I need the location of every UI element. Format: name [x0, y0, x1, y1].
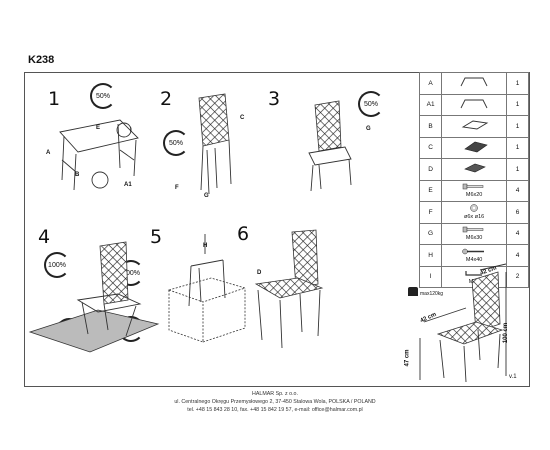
parts-row-i: IM142: [418, 265, 529, 288]
washer-icon: [469, 204, 479, 214]
part-quantity: 4: [506, 179, 529, 202]
part-code: I: [418, 265, 443, 288]
dimension-chair-drawing: [419, 263, 507, 383]
callout-s1-i: I: [130, 128, 132, 134]
leg-frame-icon: [459, 77, 489, 90]
part-illustration: [441, 136, 508, 159]
part-illustration: [441, 158, 508, 181]
part-code: B: [418, 115, 443, 138]
seat-frame-icon: [459, 120, 489, 133]
callout-s5-h: H: [203, 243, 208, 249]
part-size: M6x20: [465, 192, 483, 199]
screw-icon: [462, 248, 486, 257]
part-size: ø6x ø16: [464, 214, 485, 221]
part-illustration: [441, 93, 508, 116]
callout-s1-a: A: [46, 150, 51, 156]
part-code: C: [418, 136, 443, 159]
part-illustration: ø6x ø16: [441, 201, 508, 224]
parts-row-e: E M6x20 4: [418, 179, 529, 202]
step-4-number: 4: [38, 226, 51, 248]
step-1-number: 1: [48, 88, 61, 110]
assembly-frame: [24, 72, 530, 387]
part-size: M4x40: [465, 256, 483, 263]
part-quantity: 2: [506, 265, 529, 288]
callout-s2-g: G: [204, 193, 209, 199]
dim-height: 100 cm: [503, 322, 510, 344]
callout-s2-f: F: [175, 185, 179, 191]
step-2-number: 2: [160, 88, 173, 110]
weight-icon: [408, 287, 418, 296]
footer-contact: tel. +48 15 843 28 10, fax. +48 15 842 1…: [187, 407, 363, 413]
step-1-drawing: [59, 119, 139, 191]
part-code: G: [418, 222, 443, 245]
part-illustration: [441, 72, 508, 95]
footer-address: ul. Centralnego Okręgu Przemysłowego 2, …: [174, 399, 376, 405]
parts-row-a1: A1 1: [418, 93, 529, 116]
part-quantity: 1: [506, 93, 529, 116]
callout-s1-a1: A1: [124, 182, 132, 188]
callout-s2-c: C: [240, 115, 245, 121]
part-quantity: 6: [506, 201, 529, 224]
bolt-icon: [462, 227, 486, 235]
footer-company: HALMAR Sp. z o.o.: [252, 391, 298, 397]
hex-key-icon: [464, 270, 484, 279]
part-illustration: M4x40: [441, 244, 508, 267]
step-5-drawing: [167, 234, 247, 343]
leg-frame-icon: [459, 99, 489, 112]
dim-seat-height: 47 cm: [404, 349, 411, 367]
part-code: F: [418, 201, 443, 224]
part-quantity: 4: [506, 222, 529, 245]
step-6-number: 6: [237, 223, 250, 245]
part-code: D: [418, 158, 443, 181]
callout-s6-d: D: [257, 270, 262, 276]
part-illustration: M6x20: [441, 179, 508, 202]
tighten-badge-step4a: 100%: [44, 252, 70, 278]
part-size: M6x30: [465, 235, 483, 242]
bolt-icon: [462, 184, 486, 192]
tighten-badge-step2: 50%: [163, 130, 189, 156]
part-quantity: 1: [506, 158, 529, 181]
version-label: v.1: [509, 374, 517, 380]
seat-cushion-icon: [459, 163, 489, 176]
step-3-drawing: [308, 100, 352, 192]
part-quantity: 1: [506, 136, 529, 159]
part-quantity: 1: [506, 72, 529, 95]
part-illustration: M6x30: [441, 222, 508, 245]
part-code: A: [418, 72, 443, 95]
step-5-number: 5: [150, 226, 163, 248]
callout-s3-g: G: [366, 126, 371, 132]
part-illustration: [441, 115, 508, 138]
tighten-badge-step3: 50%: [358, 91, 384, 117]
backrest-icon: [459, 141, 489, 155]
callout-s1-b: B: [75, 172, 80, 178]
step-3-number: 3: [268, 88, 281, 110]
document-title: K238: [28, 54, 55, 66]
part-code: E: [418, 179, 443, 202]
footer: HALMAR Sp. z o.o. ul. Centralnego Okręgu…: [0, 390, 550, 414]
callout-s1-e: E: [96, 125, 101, 131]
step-2-drawing: [198, 93, 232, 195]
step-4-drawing: [28, 241, 160, 353]
tighten-badge-step1: 50%: [90, 83, 116, 109]
step-6-drawing: [254, 229, 324, 349]
max-load-label: max120kg: [420, 291, 444, 297]
part-quantity: 1: [506, 115, 529, 138]
parts-row-g: G M6x30 4: [418, 222, 529, 245]
part-code: A1: [418, 93, 443, 116]
